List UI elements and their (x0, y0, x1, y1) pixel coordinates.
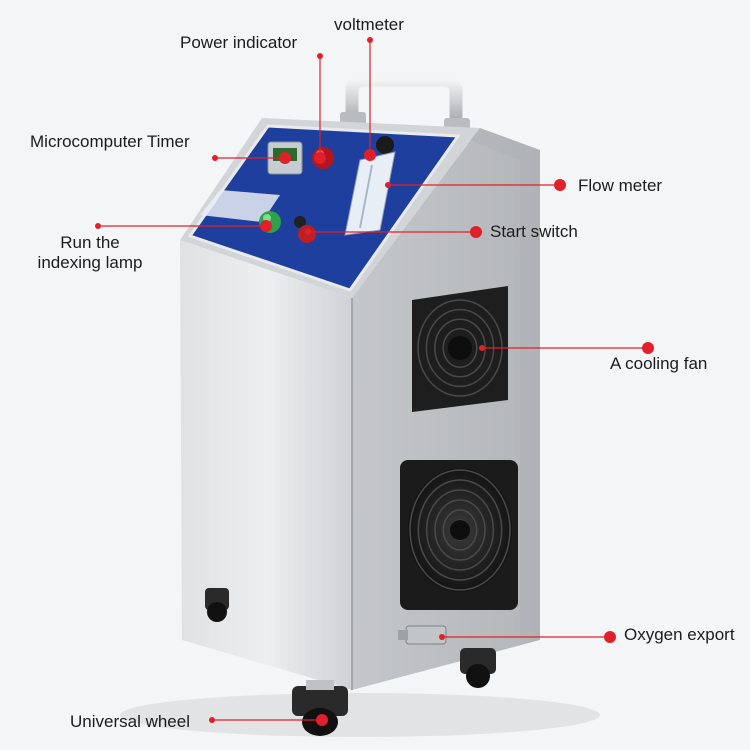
label-run-indexing-lamp: Run the indexing lamp (30, 233, 150, 273)
label-run-line2: indexing lamp (37, 253, 143, 272)
cooling-fan-lower (400, 460, 518, 610)
label-run-line1: Run the (60, 233, 120, 252)
flow-meter-tube (344, 151, 396, 236)
fan-guard-ring (442, 509, 478, 551)
callout-flow-meter-dot (554, 179, 566, 191)
label-oxygen-export: Oxygen export (624, 625, 735, 644)
wheel-back-right (460, 648, 496, 688)
callout-start-switch-dot (470, 226, 482, 238)
label-start-switch: Start switch (490, 222, 578, 241)
callout-oxygen-export-dot (439, 634, 445, 640)
callout-cooling-fan-dot (642, 342, 654, 354)
universal-wheel (292, 680, 348, 736)
fan-guard-ring (417, 479, 503, 581)
callout-voltmeter-dot (367, 37, 373, 43)
fan-guard-ring (409, 469, 511, 591)
label-flow-meter: Flow meter (578, 176, 663, 195)
callout-power-indicator-dot (317, 53, 323, 59)
callout-run-lamp-dot (260, 220, 272, 232)
callout-timer-dot (212, 155, 218, 161)
label-universal-wheel: Universal wheel (70, 712, 190, 731)
fan-guard-ring (442, 328, 478, 368)
label-microcomputer-timer: Microcomputer Timer (30, 132, 190, 151)
label-voltmeter: voltmeter (334, 15, 404, 34)
callout-universal-wheel-dot (209, 717, 215, 723)
callout-oxygen-export-dot (604, 631, 616, 643)
callout-voltmeter-dot (364, 149, 376, 161)
callout-flow-meter-dot (385, 182, 391, 188)
fan-guard-ring (425, 489, 495, 571)
fan-guard-ring (434, 499, 486, 561)
label-power-indicator: Power indicator (180, 33, 298, 52)
callout-power-indicator-dot (314, 152, 326, 164)
fan-guard-rings (409, 469, 511, 591)
oxygen-export-fitting (398, 625, 447, 645)
voltmeter-knob (376, 136, 394, 154)
callout-cooling-fan-dot (479, 345, 485, 351)
cabinet-front (180, 240, 353, 690)
callout-run-lamp-dot (95, 223, 101, 229)
callout-timer-dot (279, 152, 291, 164)
callout-universal-wheel-dot (316, 714, 328, 726)
label-cooling-fan: A cooling fan (610, 354, 708, 373)
callout-lines (95, 37, 654, 726)
wheel-back-left (205, 588, 229, 622)
callout-start-switch-dot (305, 229, 311, 235)
cooling-fan-upper (412, 286, 508, 412)
